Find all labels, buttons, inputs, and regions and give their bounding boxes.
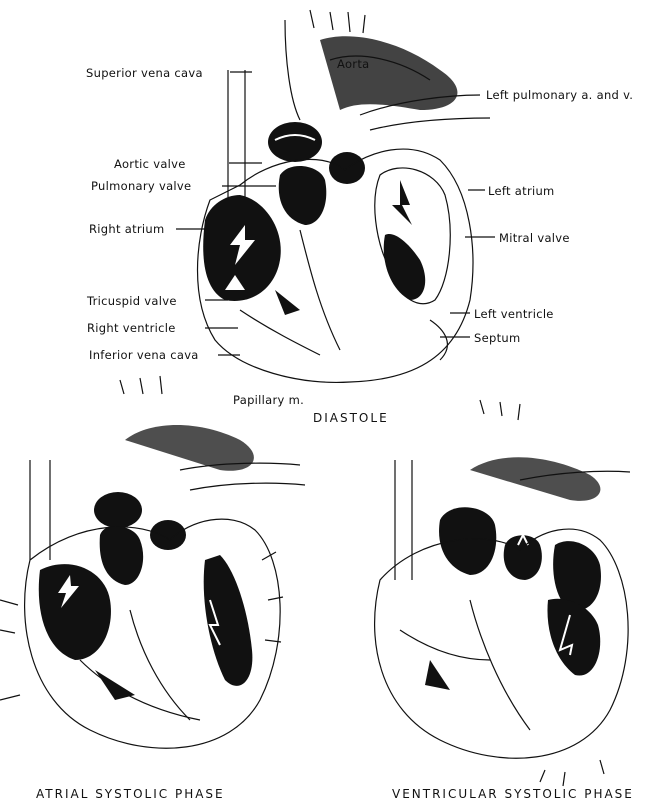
label-left-pulmonary: Left pulmonary a. and v. [486,88,633,102]
caption-diastole: DIASTOLE [313,411,389,425]
label-aortic-valve: Aortic valve [114,157,186,171]
caption-ventricular-systolic: VENTRICULAR SYSTOLIC PHASE [392,787,634,801]
ventricular-systolic-heart-illustration [375,400,630,786]
label-superior-vena-cava: Superior vena cava [86,66,203,80]
caption-atrial-systolic: ATRIAL SYSTOLIC PHASE [36,787,225,801]
label-left-atrium: Left atrium [488,184,555,198]
label-mitral-valve: Mitral valve [499,231,570,245]
atrial-systolic-heart-illustration [0,376,305,748]
label-pulmonary-valve: Pulmonary valve [91,179,191,193]
label-aorta: Aorta [337,57,370,71]
label-right-atrium: Right atrium [89,222,165,236]
label-papillary-m: Papillary m. [233,393,304,407]
label-inferior-vena-cava: Inferior vena cava [89,348,199,362]
label-right-ventricle: Right ventricle [87,321,176,335]
label-left-ventricle: Left ventricle [474,307,554,321]
label-septum: Septum [474,331,520,345]
label-tricuspid-valve: Tricuspid valve [87,294,177,308]
